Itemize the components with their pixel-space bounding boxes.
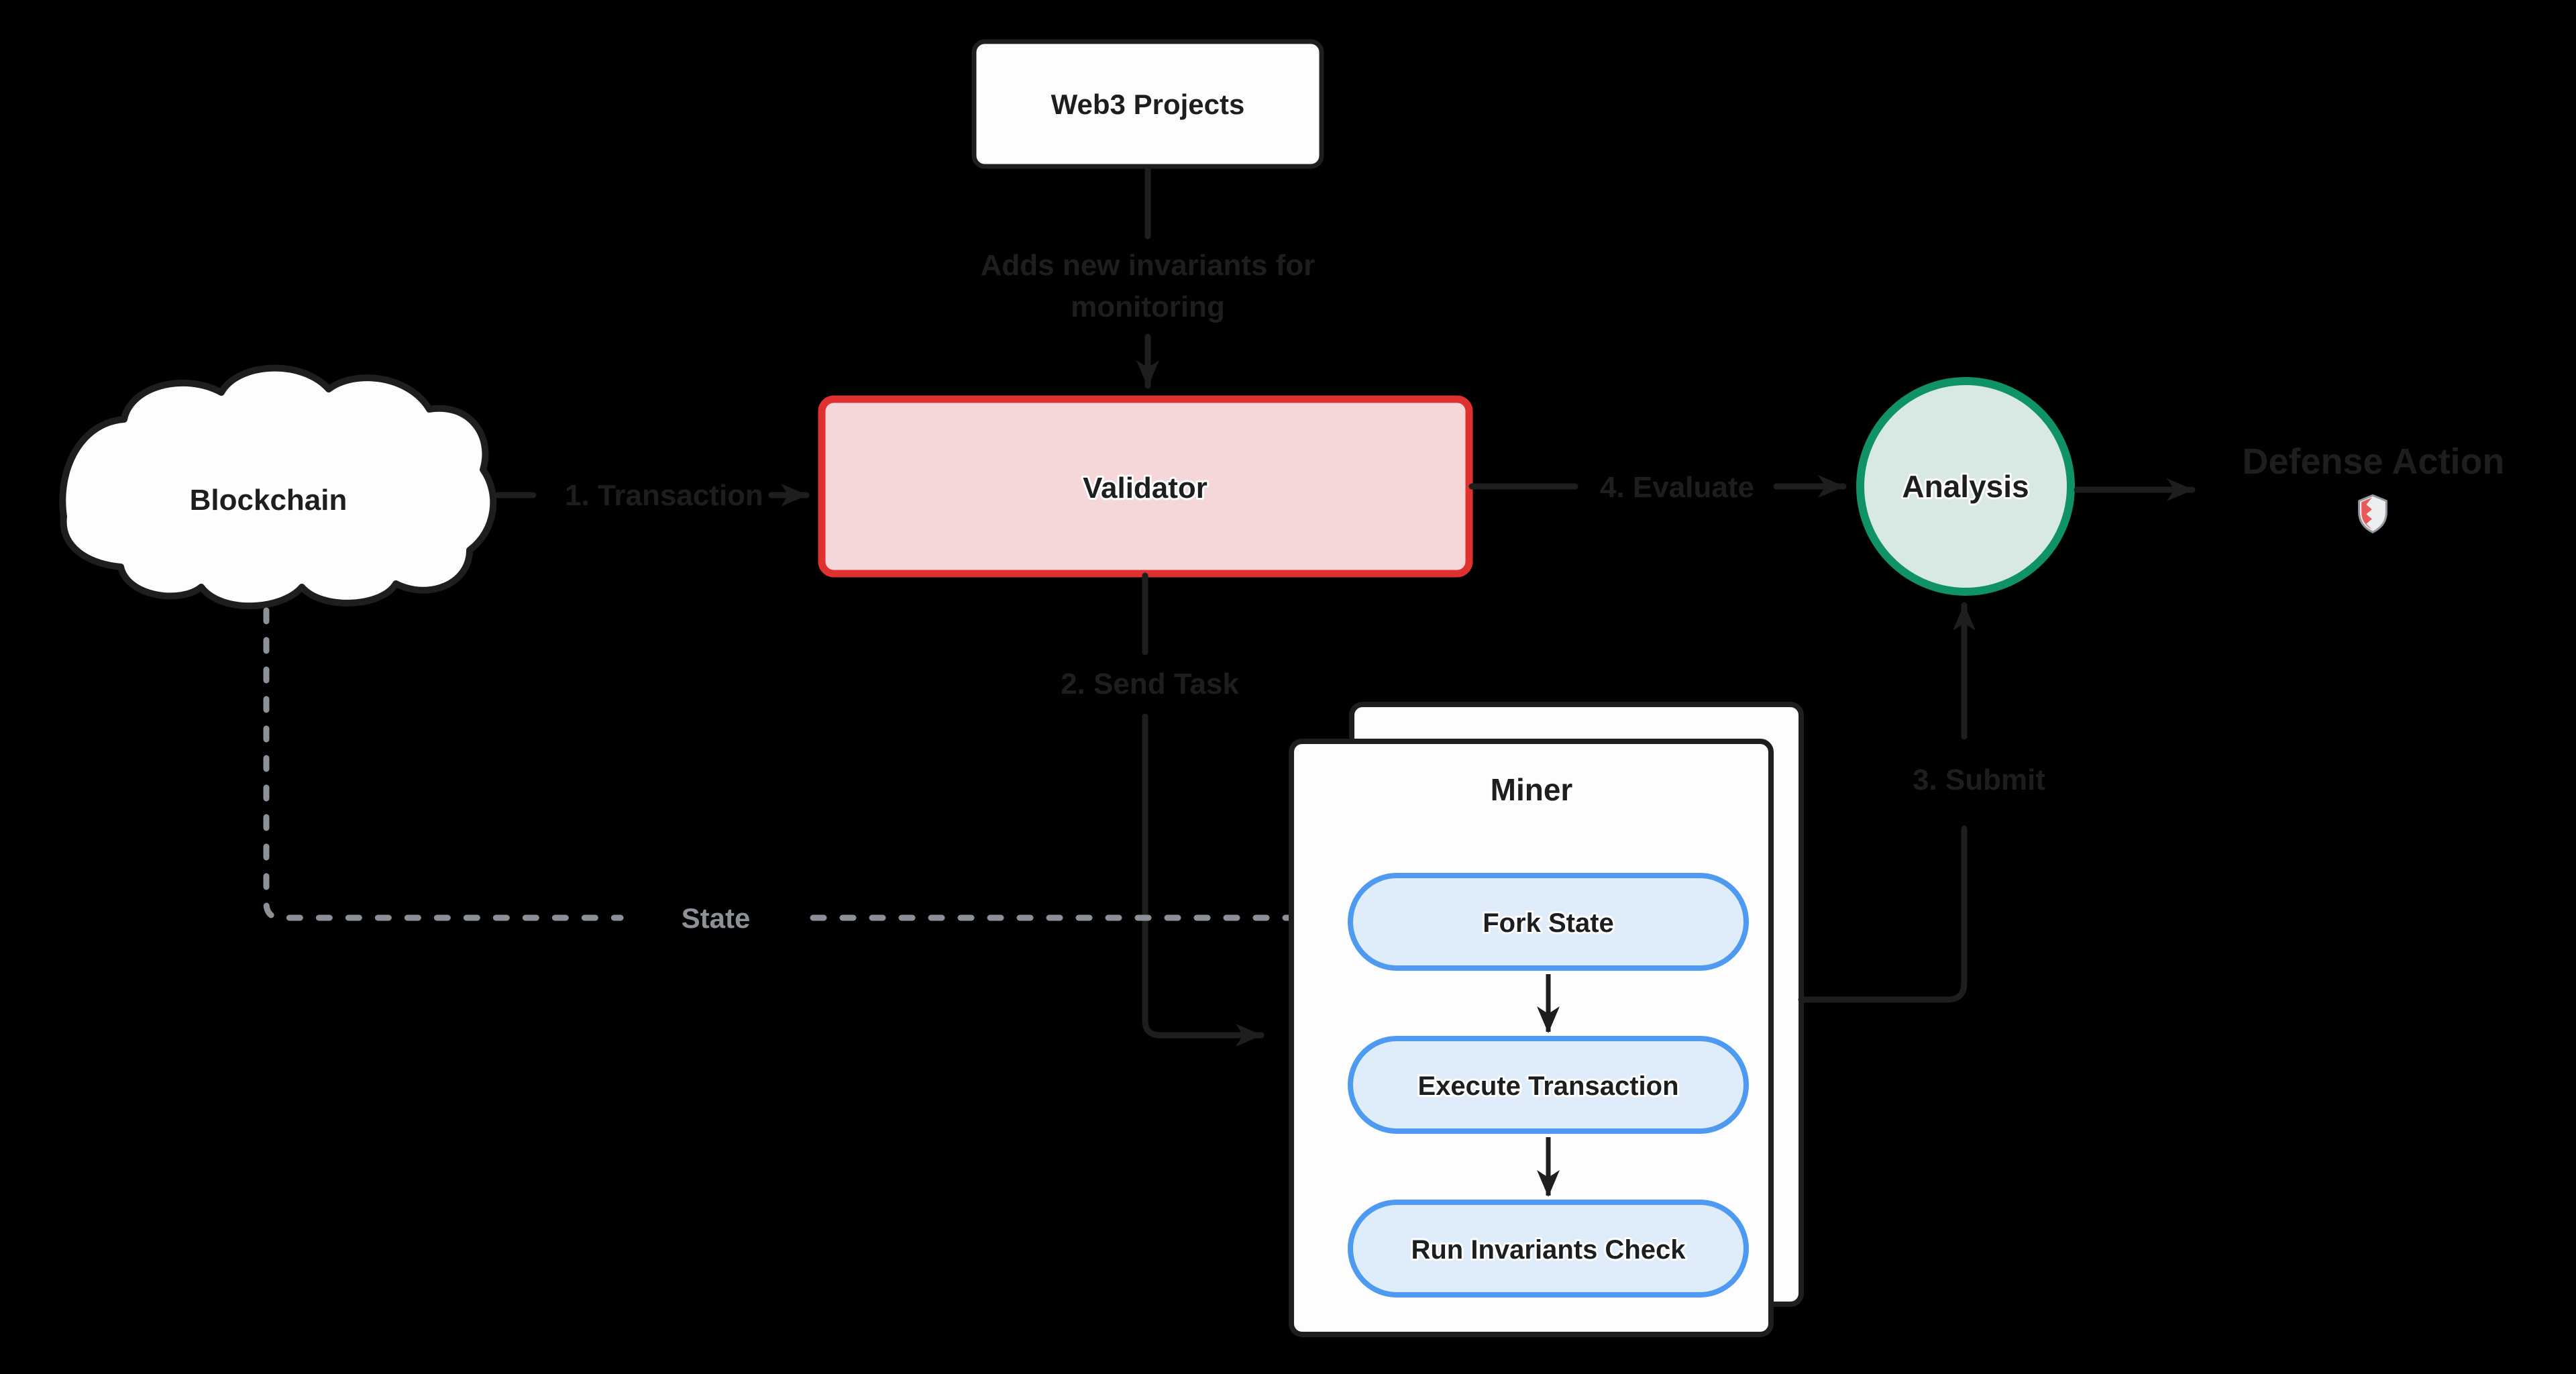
execute-transaction-label: Execute Transaction — [1417, 1071, 1678, 1101]
edge-send-task — [1142, 572, 1265, 1047]
shield-icon — [2358, 494, 2387, 533]
analysis-circle — [1856, 377, 2075, 596]
blockchain-node: Blockchain — [59, 364, 497, 610]
edge-submit-line-bottom — [1798, 825, 1968, 1003]
edge-submit-label: 3. Submit — [1913, 763, 2045, 796]
blockchain-label: Blockchain — [190, 484, 347, 517]
edge-submit — [1798, 602, 1976, 1003]
analysis-node: Analysis — [1856, 377, 2075, 596]
miner-node: Miner Fork State Execute Transaction Run… — [1289, 702, 1804, 1337]
edge-adds-invariants-label-line2: monitoring — [1071, 290, 1225, 323]
edge-send-task-label: 2. Send Task — [1061, 668, 1239, 700]
analysis-label: Analysis — [1902, 469, 2029, 504]
defense-action-node: Defense Action — [2242, 441, 2505, 533]
blockchain-cloud-shape — [59, 364, 497, 610]
web3-projects-node: Web3 Projects — [971, 39, 1324, 169]
run-invariants-check-label: Run Invariants Check — [1411, 1235, 1686, 1265]
edge-state — [263, 607, 1320, 929]
execute-transaction-pill — [1348, 1036, 1749, 1134]
edge-state-line-left — [263, 607, 624, 921]
validator-label: Validator — [1083, 472, 1208, 505]
edge-transaction-label: 1. Transaction — [565, 479, 763, 512]
miner-label: Miner — [1491, 772, 1573, 807]
validator-node: Validator — [818, 395, 1473, 578]
fork-state-pill — [1348, 873, 1749, 971]
edge-evaluate-label: 4. Evaluate — [1600, 471, 1754, 504]
fork-state-label: Fork State — [1483, 908, 1614, 938]
edge-state-label: State — [682, 902, 751, 934]
web3-projects-label: Web3 Projects — [1051, 89, 1245, 120]
defense-action-label: Defense Action — [2242, 441, 2504, 482]
edge-adds-invariants-label-line1: Adds new invariants for — [981, 249, 1316, 282]
edge-send-task-arrow — [1142, 713, 1265, 1047]
run-invariants-check-pill — [1348, 1200, 1749, 1298]
